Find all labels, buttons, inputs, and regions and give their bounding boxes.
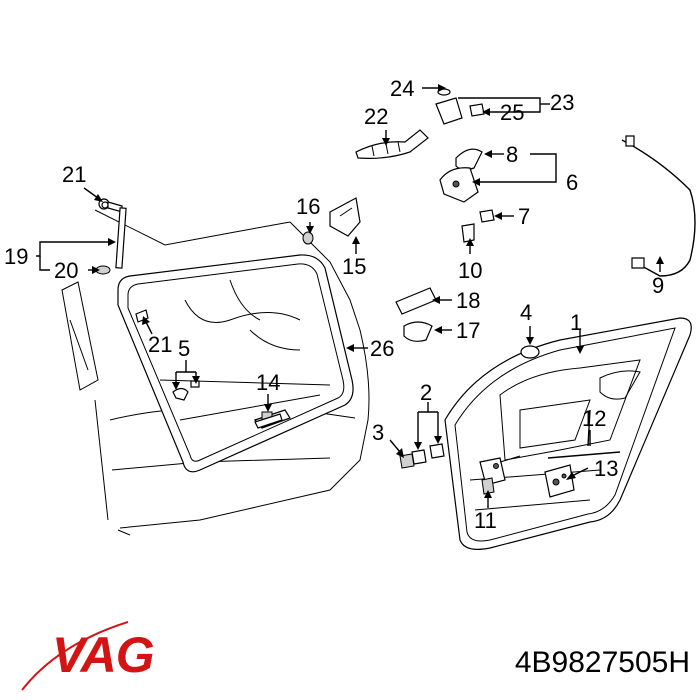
callout-labels: 1 2 3 4 5 6 7 8 9 10 11 12 13 14 15 16 1…	[4, 76, 664, 533]
callout-19: 19	[4, 244, 28, 269]
callout-25: 25	[500, 100, 524, 125]
callout-1: 1	[570, 310, 582, 335]
callout-11: 11	[474, 508, 497, 533]
callout-12: 12	[582, 406, 606, 431]
callout-21-bottom: 21	[148, 332, 172, 357]
callout-2: 2	[420, 380, 432, 405]
callout-15: 15	[342, 254, 366, 279]
brand-logo-text: VAG	[52, 627, 155, 683]
callout-9: 9	[652, 273, 664, 298]
small-parts	[135, 88, 696, 469]
callout-26: 26	[370, 336, 394, 361]
callout-24: 24	[390, 76, 414, 101]
callout-18: 18	[456, 288, 480, 313]
callout-16: 16	[296, 194, 320, 219]
callout-21-top: 21	[62, 162, 86, 187]
callout-8: 8	[506, 142, 518, 167]
tailgate-panel	[444, 317, 692, 550]
callout-7: 7	[518, 204, 530, 229]
leader-lines	[36, 84, 664, 508]
callout-4: 4	[520, 300, 532, 325]
callout-23: 23	[550, 90, 574, 115]
callout-6: 6	[566, 170, 578, 195]
part-number: 4B9827505H	[514, 646, 690, 679]
callout-10: 10	[458, 258, 482, 283]
callout-22: 22	[364, 104, 388, 129]
callout-20: 20	[54, 258, 78, 283]
callout-17: 17	[456, 318, 480, 343]
tailgate-seal	[117, 254, 354, 473]
gas-strut	[95, 198, 127, 275]
callout-3: 3	[372, 420, 384, 445]
callout-13: 13	[594, 456, 618, 481]
brand-logo-swoosh	[21, 621, 129, 691]
callout-14: 14	[256, 370, 280, 395]
callout-5: 5	[178, 336, 190, 361]
